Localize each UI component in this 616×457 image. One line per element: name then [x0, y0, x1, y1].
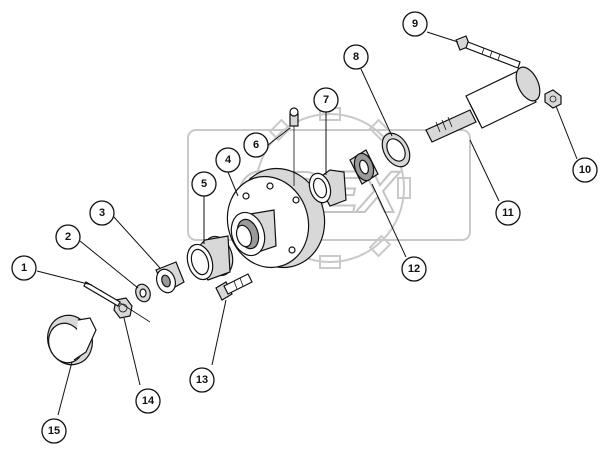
- callout-13: 13: [189, 367, 215, 393]
- callout-7-label: 7: [323, 94, 329, 106]
- callout-1: 1: [11, 255, 37, 281]
- part-grease-seal: [381, 132, 411, 168]
- callout-5: 5: [191, 171, 217, 197]
- watermark-frame: [187, 129, 471, 241]
- part-inner-bearing-cone: [349, 149, 379, 185]
- callout-4: 4: [215, 147, 241, 173]
- part-wheel-bolt: [215, 273, 253, 301]
- callout-6: 6: [243, 132, 269, 158]
- callout-3: 3: [89, 200, 115, 226]
- callout-8: 8: [343, 44, 369, 70]
- part-grease-fitting: [289, 107, 299, 186]
- callout-5-label: 5: [201, 178, 207, 190]
- leader-lines: [36, 31, 578, 416]
- callout-12-label: 12: [408, 263, 420, 275]
- part-cotter-pin: [83, 281, 121, 307]
- callout-15: 15: [41, 418, 67, 444]
- callout-7: 7: [313, 87, 339, 113]
- callout-9: 9: [402, 11, 428, 37]
- callout-4-label: 4: [225, 154, 232, 166]
- callout-8-label: 8: [353, 51, 359, 63]
- callout-12: 12: [401, 256, 427, 282]
- callout-10: 10: [572, 157, 598, 183]
- callout-14-label: 14: [142, 395, 155, 407]
- part-wheel-hub: [226, 167, 326, 269]
- part-spindle: [425, 66, 541, 143]
- part-outer-bearing-cup: [186, 235, 234, 281]
- part-dust-cap: [47, 314, 97, 366]
- part-bolt: [455, 35, 521, 69]
- callout-15-label: 15: [48, 425, 60, 437]
- callout-1-label: 1: [21, 262, 27, 274]
- part-nut: [544, 89, 562, 109]
- part-inner-bearing-cup: [308, 169, 347, 207]
- callout-11: 11: [495, 200, 521, 226]
- callout-6-label: 6: [253, 139, 259, 151]
- callout-2: 2: [55, 224, 81, 250]
- part-outer-bearing-cone: [155, 261, 185, 294]
- callout-14: 14: [135, 388, 161, 414]
- callout-11-label: 11: [502, 207, 514, 219]
- part-washer: [135, 283, 151, 303]
- callout-2-label: 2: [65, 231, 71, 243]
- callout-3-label: 3: [99, 207, 105, 219]
- callout-13-label: 13: [196, 374, 208, 386]
- callout-10-label: 10: [579, 164, 591, 176]
- callout-9-label: 9: [412, 18, 418, 30]
